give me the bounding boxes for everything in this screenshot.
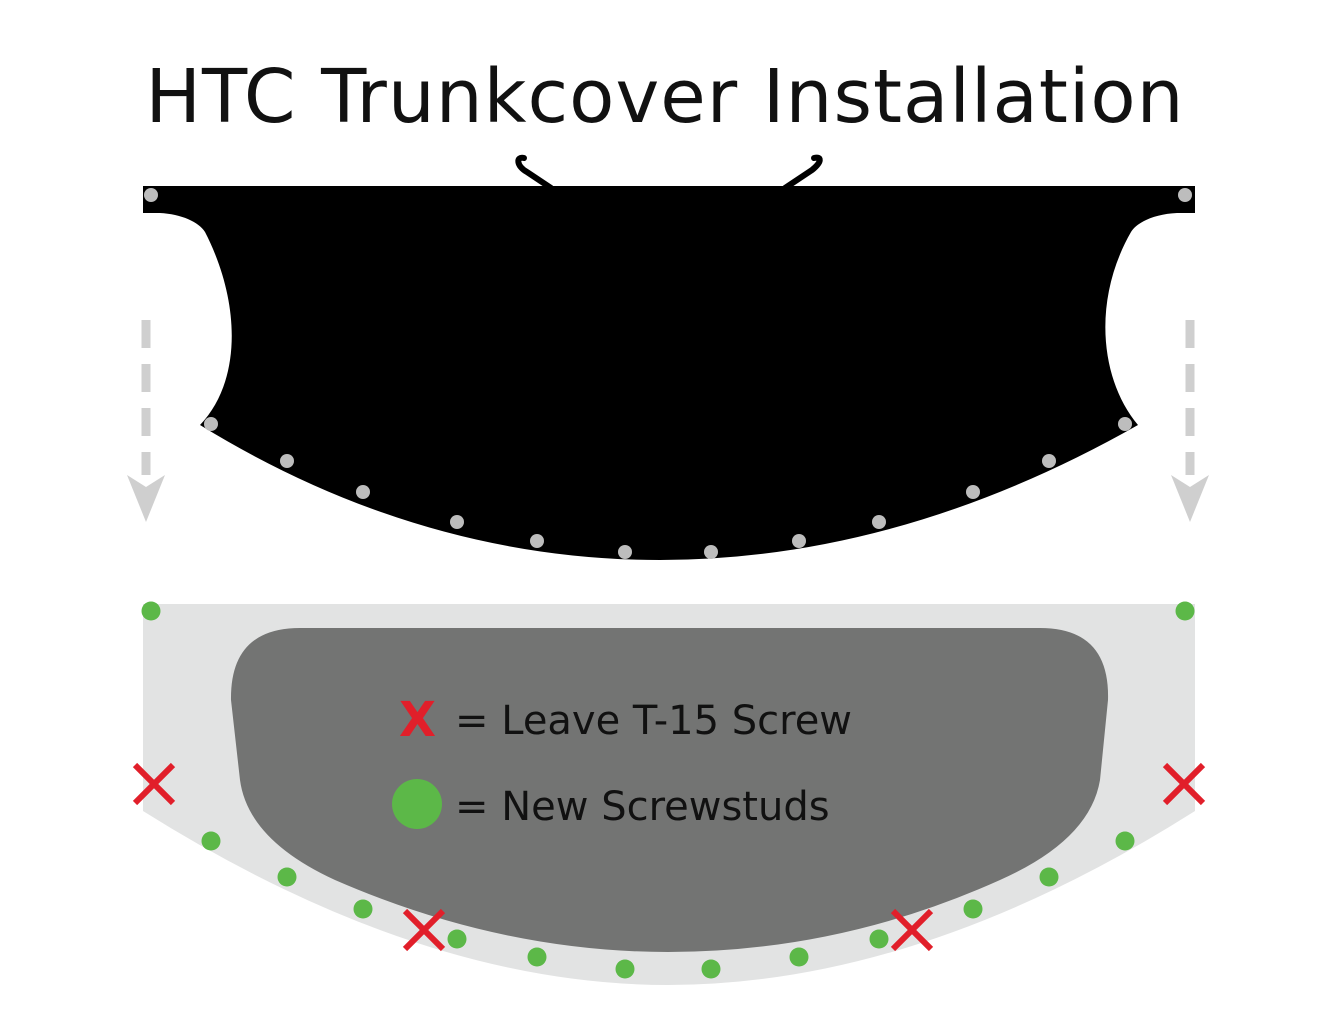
green-dot-icon xyxy=(1175,601,1195,621)
cover-dot xyxy=(144,188,158,202)
cover-dot xyxy=(792,534,806,548)
trunk-cover xyxy=(143,186,1195,560)
legend-screw-label: = Leave T-15 Screw xyxy=(455,698,852,744)
green-dot-icon xyxy=(963,899,983,919)
legend: X = Leave T-15 Screw = New Screwstuds xyxy=(392,692,852,830)
green-dot-icon xyxy=(1039,867,1059,887)
cover-dot xyxy=(618,545,632,559)
legend-stud-label: = New Screwstuds xyxy=(455,784,830,830)
green-dot-icon xyxy=(201,831,221,851)
dashed-down-arrow-icon xyxy=(1171,320,1209,522)
cover-dot xyxy=(1042,454,1056,468)
cover-dots xyxy=(144,188,1192,559)
legend-screw-symbol: X xyxy=(399,692,436,748)
trunk-lid xyxy=(230,628,1109,952)
cover-dot xyxy=(1118,417,1132,431)
green-dot-icon xyxy=(141,601,161,621)
cover-dot xyxy=(204,417,218,431)
red-x-icon xyxy=(890,908,934,952)
cover-dot xyxy=(966,485,980,499)
dashed-down-arrow-icon xyxy=(127,320,165,522)
hook-icon xyxy=(782,154,823,191)
green-dot-icon xyxy=(789,947,809,967)
red-x-icon xyxy=(1162,762,1206,806)
screw-marks xyxy=(132,762,1206,952)
cover-dot xyxy=(280,454,294,468)
screwstud-dots xyxy=(141,601,1195,979)
green-dot-icon xyxy=(527,947,547,967)
green-dot-icon xyxy=(869,929,889,949)
hook-icon xyxy=(515,154,554,191)
cover-dot xyxy=(872,515,886,529)
green-dot-icon xyxy=(701,959,721,979)
page-title: HTC Trunkcover Installation xyxy=(145,54,1185,140)
green-dot-icon xyxy=(277,867,297,887)
green-dot-icon xyxy=(447,929,467,949)
cover-dot xyxy=(356,485,370,499)
cover-dot xyxy=(450,515,464,529)
cover-dot xyxy=(704,545,718,559)
green-dot-icon xyxy=(1115,831,1135,851)
green-dot-icon xyxy=(392,779,442,829)
cover-dot xyxy=(1178,188,1192,202)
green-dot-icon xyxy=(615,959,635,979)
green-dot-icon xyxy=(353,899,373,919)
red-x-icon xyxy=(402,908,446,952)
cover-dot xyxy=(530,534,544,548)
red-x-icon xyxy=(132,762,176,806)
